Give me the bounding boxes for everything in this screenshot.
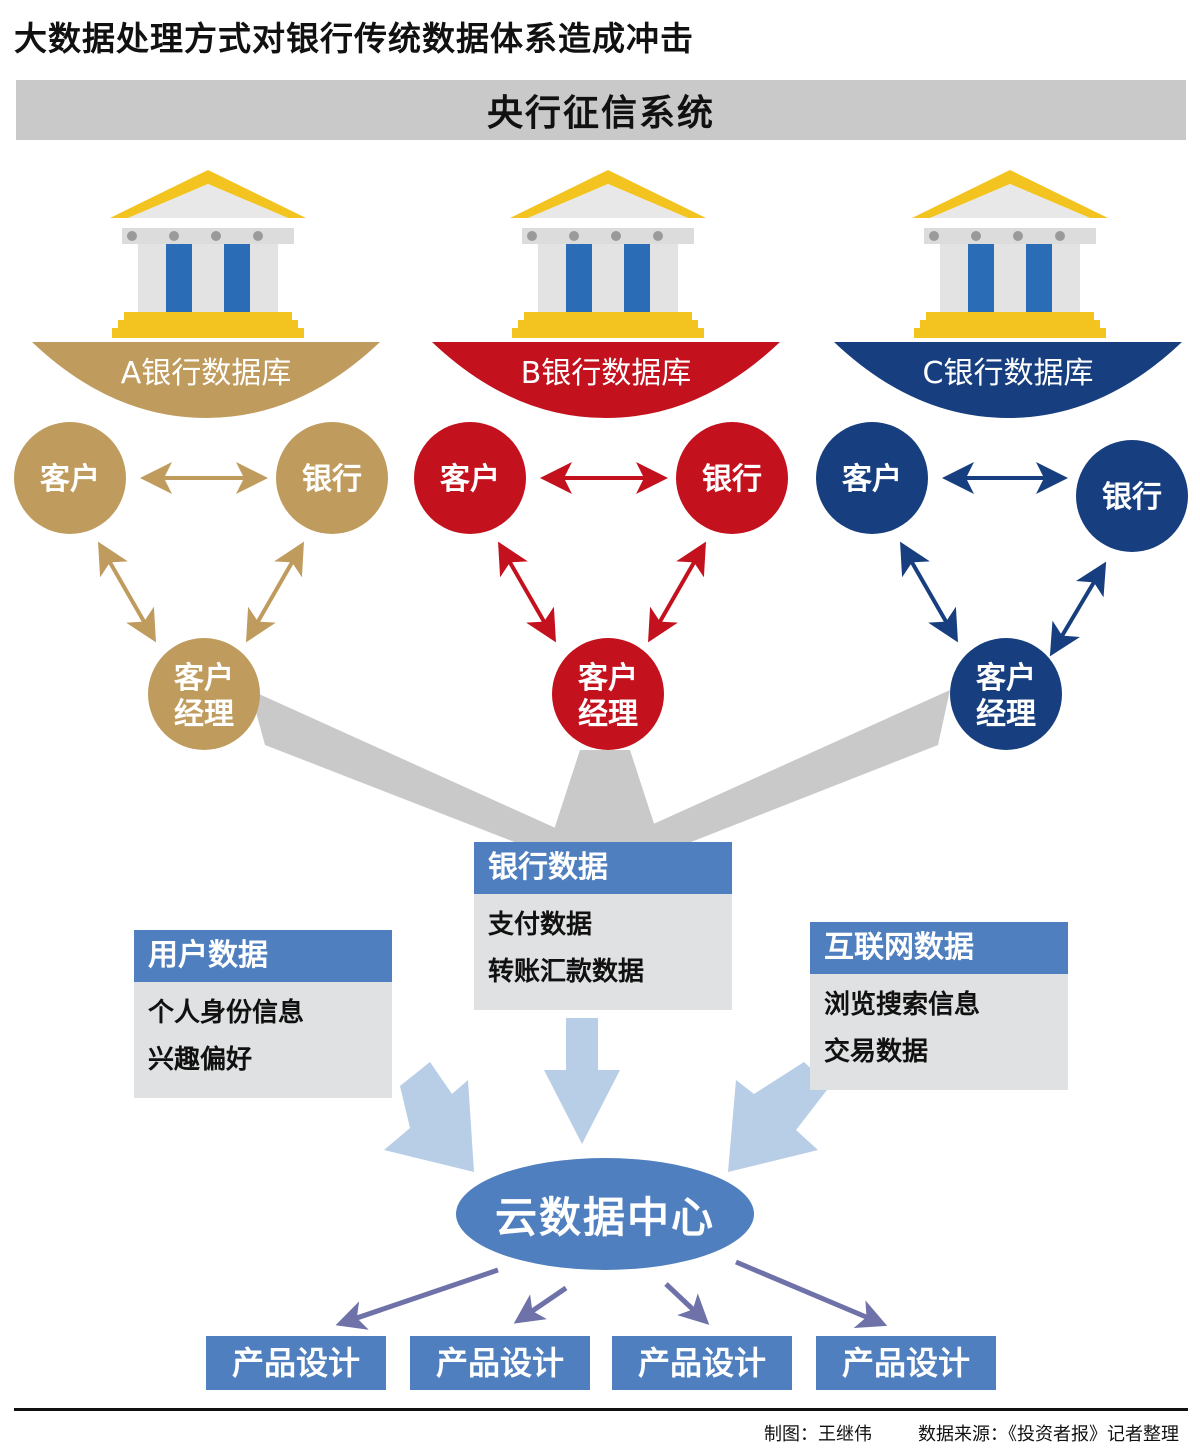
cloud-data-center-label: 云数据中心	[494, 1192, 715, 1242]
b-bank-database-bowl	[432, 342, 780, 418]
footer-source: 数据来源：《投资者报》记者整理	[918, 1424, 1179, 1445]
central-credit-system-bar: 央行征信系统	[16, 80, 1186, 140]
a-customer-label: 客户	[40, 462, 100, 497]
user-data-to-cloud-arrow	[384, 1062, 474, 1172]
b-bank-node	[676, 422, 788, 534]
product-design-box: 产品设计	[206, 1336, 386, 1390]
footer-credit: 制图：王继伟	[764, 1424, 872, 1445]
internet-data-to-cloud-arrow	[728, 1062, 830, 1172]
b-bank-manager-arrow	[648, 541, 706, 643]
central-credit-system-label: 央行征信系统	[486, 93, 715, 134]
bank-building-icon-a	[110, 170, 306, 338]
b-manager-label-line1: 客户	[578, 661, 638, 696]
internet-data-item: 浏览搜索信息	[824, 990, 981, 1020]
product-design-box: 产品设计	[612, 1336, 792, 1390]
bank-building-icon-b	[510, 170, 706, 338]
a-bank-manager-arrow	[246, 541, 304, 643]
internet-data-heading: 互联网数据	[810, 922, 1068, 974]
c-bank-node	[1076, 440, 1188, 552]
c-bank-database-label: C银行数据库	[923, 356, 1094, 391]
a-customer-node	[14, 422, 126, 534]
product-design-box: 产品设计	[410, 1336, 590, 1390]
c-customer-manager-arrow	[900, 541, 958, 643]
cloud-to-product-arrow-1	[335, 1267, 499, 1330]
bank-data-to-cloud-arrow	[544, 1018, 620, 1144]
c-manager-node	[950, 638, 1062, 750]
user-data-heading: 用户数据	[134, 930, 392, 982]
c-bank-label: 银行	[1102, 480, 1162, 515]
b-bank-label: 银行	[702, 462, 762, 497]
a-bank-database-bowl	[32, 342, 380, 418]
cloud-to-product-arrow-2	[513, 1285, 568, 1324]
bank-data-item: 支付数据	[488, 910, 593, 940]
bank-building-icon-c	[912, 170, 1108, 338]
cloud-data-center: 云数据中心	[456, 1158, 754, 1270]
page-title: 大数据处理方式对银行传统数据体系造成冲击	[14, 19, 694, 58]
c-customer-label: 客户	[842, 462, 902, 497]
bank-data-heading: 银行数据	[474, 842, 732, 894]
a-customer-manager-arrow	[98, 541, 156, 643]
user-data-item: 兴趣偏好	[148, 1045, 253, 1075]
cloud-to-product-arrow-4	[735, 1259, 888, 1329]
product-design-box: 产品设计	[816, 1336, 996, 1390]
internet-data-item: 交易数据	[824, 1037, 929, 1067]
b-customer-label: 客户	[440, 462, 500, 497]
gray-funnel	[250, 690, 950, 855]
a-bank-node	[276, 422, 388, 534]
a-manager-label-line2: 经理	[174, 697, 234, 732]
b-customer-manager-arrow	[498, 541, 556, 643]
b-bank-database-label: B银行数据库	[521, 356, 692, 391]
c-bank-database-bowl	[834, 342, 1182, 418]
a-manager-label-line1: 客户	[174, 661, 234, 696]
c-manager-label-line1: 客户	[976, 661, 1036, 696]
user-data-box: 用户数据 个人身份信息 兴趣偏好	[134, 930, 392, 1098]
bank-data-box: 银行数据 支付数据 转账汇款数据	[474, 842, 732, 1010]
c-bank-manager-arrow	[1049, 561, 1107, 657]
b-manager-node	[552, 638, 664, 750]
c-customer-node	[816, 422, 928, 534]
a-bank-label: 银行	[302, 462, 362, 497]
b-customer-node	[414, 422, 526, 534]
a-manager-node	[148, 638, 260, 750]
footer-divider	[14, 1408, 1188, 1411]
b-manager-label-line2: 经理	[578, 697, 638, 732]
internet-data-box: 互联网数据 浏览搜索信息 交易数据	[810, 922, 1068, 1090]
cloud-to-product-arrow-3	[664, 1282, 710, 1325]
user-data-item: 个人身份信息	[148, 998, 305, 1028]
c-manager-label-line2: 经理	[976, 697, 1036, 732]
a-bank-database-label: A银行数据库	[121, 356, 292, 391]
bank-data-item: 转账汇款数据	[488, 957, 645, 987]
